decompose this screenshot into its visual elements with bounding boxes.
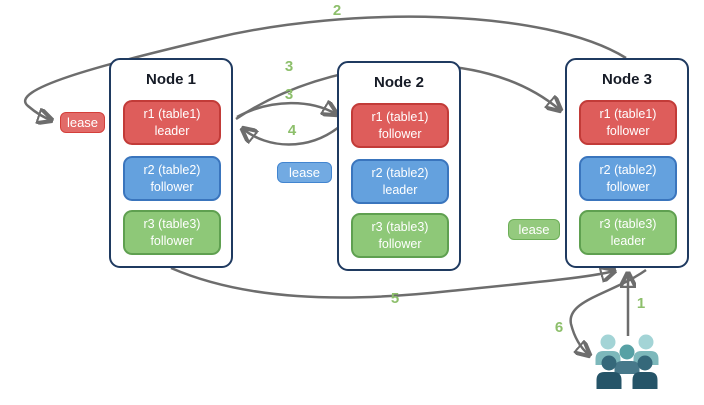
range-role: follower	[150, 179, 194, 194]
step-label-6: 6	[554, 319, 564, 336]
range-role: follower	[378, 236, 422, 251]
arrow-step2-lease-transfer	[24, 15, 627, 120]
node-3-box: Node 3 r1 (table1) follower r2 (table2) …	[565, 58, 689, 268]
node-1-range-r1: r1 (table1) leader	[123, 100, 221, 145]
node-1-range-r2: r2 (table2) follower	[123, 156, 221, 201]
node-2-range-r1: r1 (table1) follower	[351, 103, 449, 148]
node-3-range-r2: r2 (table2) follower	[579, 156, 677, 201]
node-2-box: Node 2 r1 (table1) follower r2 (table2) …	[337, 61, 461, 271]
range-name: r3 (table3)	[599, 217, 657, 232]
node-2-title: Node 2	[373, 74, 424, 91]
range-role: follower	[606, 179, 650, 194]
lease-chip-red: lease	[60, 112, 105, 133]
range-role: leader	[154, 123, 190, 138]
arrow-step6-response	[569, 268, 647, 355]
step-label-3a: 3	[284, 58, 294, 75]
arrow-step5-forward	[170, 268, 614, 299]
lease-chip-green: lease	[508, 219, 560, 240]
step-label-1: 1	[636, 295, 646, 312]
node-3-range-r1: r1 (table1) follower	[579, 100, 677, 145]
lease-chip-blue: lease	[277, 162, 332, 183]
step-label-5: 5	[390, 290, 400, 307]
range-name: r2 (table2)	[371, 166, 429, 181]
range-role: leader	[610, 233, 646, 248]
step-label-2: 2	[332, 2, 342, 19]
range-name: r1 (table1)	[143, 107, 201, 122]
node-1-range-r3: r3 (table3) follower	[123, 210, 221, 255]
range-name: r1 (table1)	[371, 110, 429, 125]
range-name: r2 (table2)	[599, 163, 657, 178]
node-2-range-r2: r2 (table2) leader	[351, 159, 449, 204]
node-3-title: Node 3	[601, 71, 652, 88]
range-role: follower	[606, 123, 650, 138]
step-label-3b: 3	[284, 86, 294, 103]
range-name: r3 (table3)	[143, 217, 201, 232]
arrow-step4-ack	[243, 127, 340, 146]
step-label-4: 4	[287, 122, 297, 139]
range-role: follower	[150, 233, 194, 248]
node-3-range-r3: r3 (table3) leader	[579, 210, 677, 255]
users-group-icon	[595, 334, 659, 389]
node-1-box: Node 1 r1 (table1) leader r2 (table2) fo…	[109, 58, 233, 268]
range-name: r3 (table3)	[371, 220, 429, 235]
node-1-title: Node 1	[145, 71, 196, 88]
arrow-step3-replicate-to-node2	[236, 103, 336, 119]
range-name: r2 (table2)	[143, 163, 201, 178]
range-role: follower	[378, 126, 422, 141]
range-role: leader	[382, 182, 418, 197]
node-2-range-r3: r3 (table3) follower	[351, 213, 449, 258]
range-name: r1 (table1)	[599, 107, 657, 122]
